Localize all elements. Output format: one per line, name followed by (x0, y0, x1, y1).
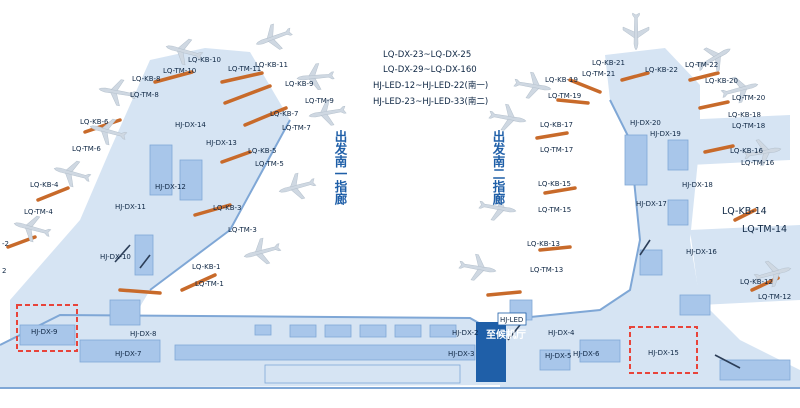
label-tm21: LQ-TM-21 (582, 70, 615, 78)
label-tm5: LQ-TM-5 (255, 160, 284, 168)
label-kb14: LQ-KB-14 (722, 206, 767, 217)
label-kb9: LQ-KB-9 (285, 80, 314, 88)
terminal-blocks (19, 134, 791, 384)
label-tm19: LQ-TM-19 (548, 92, 581, 100)
label-kb11: LQ-KB-11 (255, 61, 288, 69)
label-dx2: HJ-DX-2 (452, 329, 478, 337)
label-kb17: LQ-KB-17 (540, 121, 573, 129)
gate-labels-left: LQ-KB-10 LQ-TM-10 LQ-KB-8 LQ-TM-8 LQ-TM-… (2, 56, 478, 358)
escalator-icon (114, 239, 741, 369)
label-tm8: LQ-TM-8 (130, 91, 159, 99)
label-dx10: HJ-DX-10 (100, 253, 131, 261)
label-kb21: LQ-KB-21 (592, 59, 625, 67)
label-kb5: LQ-KB-5 (248, 147, 277, 155)
label-dx19: HJ-DX-19 (650, 130, 681, 138)
label-dx15: HJ-DX-15 (648, 349, 679, 357)
label-tm10: LQ-TM-10 (163, 67, 196, 75)
legend-line-1: LQ-DX-23~LQ-DX-25 (383, 50, 471, 60)
label-dx8: HJ-DX-8 (130, 330, 156, 338)
label-kb4: LQ-KB-4 (30, 181, 59, 189)
label-tm17: LQ-TM-17 (540, 146, 573, 154)
label-dx20: HJ-DX-20 (630, 119, 661, 127)
pier-title-south1: 出发南一指廊 (333, 129, 348, 206)
label-tm22: LQ-TM-22 (685, 61, 718, 69)
label-dx4: HJ-DX-4 (548, 329, 575, 337)
label-dx5: HJ-DX-5 (545, 352, 571, 360)
label-tm15: LQ-TM-15 (538, 206, 571, 214)
label-kb20: LQ-KB-20 (705, 77, 738, 85)
label-kb1: LQ-KB-1 (192, 263, 221, 271)
label-kb12: LQ-KB-12 (740, 278, 773, 286)
legend-line-2: LQ-DX-29~LQ-DX-160 (383, 65, 477, 75)
hall-title: 至候机厅 (486, 328, 526, 341)
sign-legend: LQ-DX-23~LQ-DX-25 LQ-DX-29~LQ-DX-160 HJ-… (373, 50, 488, 107)
label-kb7: LQ-KB-7 (270, 110, 299, 118)
label-kb19: LQ-KB-19 (545, 76, 578, 84)
label-tm20: LQ-TM-20 (732, 94, 765, 102)
label-tm14: LQ-TM-14 (742, 224, 787, 235)
label-kb6: LQ-KB-6 (80, 118, 109, 126)
label-dx3: HJ-DX-3 (448, 350, 474, 358)
label-dx17: HJ-DX-17 (636, 200, 667, 208)
label-dx18: HJ-DX-18 (682, 181, 713, 189)
label-dx9: HJ-DX-9 (31, 328, 57, 336)
legend-line-4: HJ-LED-23~HJ-LED-33(南二) (373, 96, 488, 107)
highlight-box-dx15 (629, 326, 698, 374)
label-kb8: LQ-KB-8 (132, 75, 161, 83)
label-tm13: LQ-TM-13 (530, 266, 563, 274)
label-tm9: LQ-TM-9 (305, 97, 334, 105)
label-kb13: LQ-KB-13 (527, 240, 560, 248)
label-dx13: HJ-DX-13 (206, 139, 237, 147)
hall-entrance[interactable]: HJ-LED 至候机厅 (476, 312, 527, 382)
pier-title-south2: 出发南二指廊 (491, 129, 506, 206)
label-dx6: HJ-DX-6 (573, 350, 600, 358)
label-tm12: LQ-TM-12 (758, 293, 791, 301)
legend-line-3: HJ-LED-12~HJ-LED-22(南一) (373, 80, 488, 91)
label-kb10: LQ-KB-10 (188, 56, 221, 64)
label-tm18: LQ-TM-18 (732, 122, 765, 130)
label-tm11: LQ-TM-11 (228, 65, 261, 73)
label-kb3: LQ-KB-3 (213, 204, 242, 212)
label-dx7: HJ-DX-7 (115, 350, 141, 358)
label-kb2: -2 (2, 240, 9, 248)
label-dx16: HJ-DX-16 (686, 248, 717, 256)
label-dx11: HJ-DX-11 (115, 203, 146, 211)
highlight-box-dx9 (16, 304, 78, 352)
label-kb18: LQ-KB-18 (728, 111, 761, 119)
label-kb15: LQ-KB-15 (538, 180, 571, 188)
label-dx12: HJ-DX-12 (155, 183, 186, 191)
label-tm16: LQ-TM-16 (741, 159, 775, 167)
label-tm1: LQ-TM-1 (195, 280, 224, 288)
boarding-bridge-icon (6, 70, 780, 297)
gate-labels-right: HJ-DX-4 HJ-DX-5 HJ-DX-6 HJ-DX-15 LQ-KB-2… (527, 59, 791, 360)
label-kb16: LQ-KB-16 (730, 147, 764, 155)
label-dx14: HJ-DX-14 (175, 121, 206, 129)
label-tm4: LQ-TM-4 (24, 208, 53, 216)
label-tm3: LQ-TM-3 (228, 226, 257, 234)
label-tm2: 2 (2, 267, 6, 275)
hall-sign-label: HJ-LED (500, 316, 523, 324)
label-tm7: LQ-TM-7 (282, 124, 311, 132)
label-kb22: LQ-KB-22 (645, 66, 678, 74)
label-tm6: LQ-TM-6 (72, 145, 101, 153)
